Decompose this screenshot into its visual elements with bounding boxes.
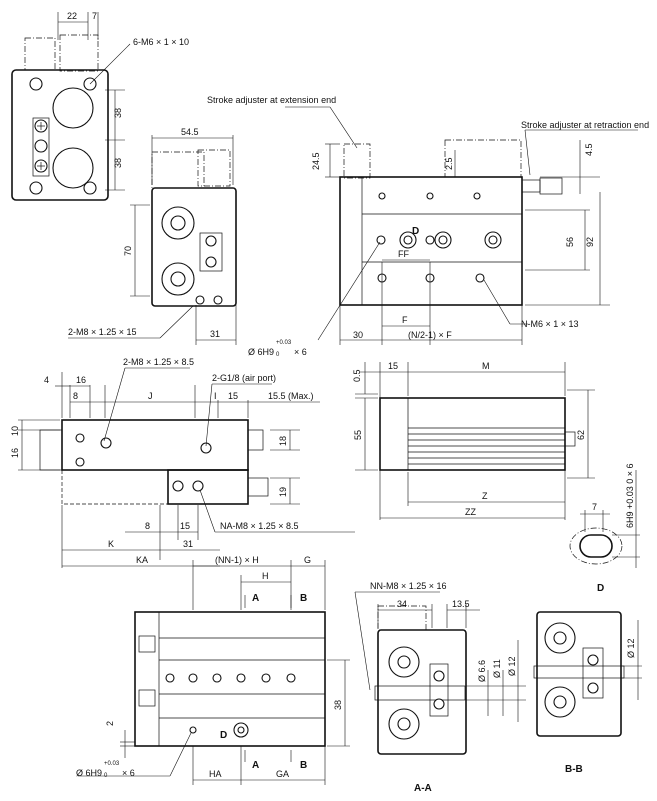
pin-qty-top: × 6 [294, 347, 307, 357]
dim-15-bottom: 15 [180, 521, 190, 531]
thread-callout-2m8-side: 2-M8 × 1.25 × 8.5 [123, 357, 194, 367]
dim-92: 92 [585, 237, 595, 247]
label-D-top: D [412, 226, 419, 237]
dim-0-5: 0.5 [352, 369, 362, 382]
detail-D-title: D [597, 583, 604, 594]
dim-55: 55 [353, 430, 363, 440]
dim-15-rs: 15 [388, 361, 398, 371]
pin-tol-lower-top: 0 [276, 352, 280, 358]
dim-15-top: 15 [228, 391, 238, 401]
dim-19: 19 [278, 487, 288, 497]
dia-12: Ø 12 [507, 656, 517, 676]
section-B-top: B [300, 593, 307, 604]
section-BB: Ø 12 B-B [533, 611, 642, 775]
nn-m8-callout: NN-M8 × 1.25 × 16 [370, 581, 447, 591]
label-KA: KA [136, 555, 148, 565]
pin-qty-bv: × 6 [122, 768, 135, 778]
dia-12-bb: Ø 12 [626, 638, 636, 658]
dim-31-bottom: 31 [183, 539, 193, 549]
top-view: Stroke adjuster at extension end Stroke … [207, 95, 649, 358]
pin-callout-top: Ø 6H9 [248, 347, 274, 357]
dim-18: 18 [278, 436, 288, 446]
dim-nn-h: (NN-1) × H [215, 555, 259, 565]
label-K: K [108, 539, 114, 549]
section-AA: NN-M8 × 1.25 × 16 34 13.5 Ø 6.6 Ø 11 Ø 1… [354, 581, 526, 794]
pin-callout-bv: Ø 6H9 [76, 768, 102, 778]
label-G: G [304, 555, 311, 565]
dim-4-5: 4.5 [584, 143, 594, 156]
dia-6-6: Ø 6.6 [477, 660, 487, 682]
dim-54-5: 54.5 [181, 127, 199, 137]
pin-tol-lower-bv: 0 [104, 773, 108, 779]
label-FF: FF [398, 249, 409, 259]
dim-15-5-max: 15.5 (Max.) [268, 391, 314, 401]
dim-2-5: 2.5 [444, 157, 454, 170]
section-A-bottom: A [252, 760, 259, 771]
section-A-top: A [252, 593, 259, 604]
detail-dim-7: 7 [592, 502, 597, 512]
dim-7: 7 [92, 11, 97, 21]
dim-30: 30 [353, 330, 363, 340]
detail-D: 7 6H9 +0.03 0 × 6 D [569, 463, 640, 594]
adjuster-extension-label: Stroke adjuster at extension end [207, 95, 336, 105]
dim-24-5: 24.5 [311, 152, 321, 170]
n-m6-callout: N-M6 × 1 × 13 [521, 319, 579, 329]
label-D-bv: D [220, 730, 227, 741]
pin-tol-upper-bv: +0.03 [104, 761, 120, 767]
thread-callout-2m8: 2-M8 × 1.25 × 15 [68, 327, 137, 337]
label-I: I [214, 391, 217, 401]
dim-16-top: 16 [76, 375, 86, 385]
dim-62: 62 [576, 430, 586, 440]
front-end-view: 54.5 70 31 2-M8 × 1.25 × 15 [68, 127, 237, 345]
adjuster-retraction-label: Stroke adjuster at retraction end [521, 120, 649, 130]
dia-11: Ø 11 [492, 659, 502, 678]
air-port-label: 2-G1/8 (air port) [212, 373, 276, 383]
dim-38-lower: 38 [113, 158, 123, 168]
dim-22: 22 [67, 11, 77, 21]
dim-4-side: 4 [44, 375, 49, 385]
right-side-view: 0.5 15 M 55 62 Z ZZ [352, 361, 595, 520]
label-F: F [402, 315, 408, 325]
section-AA-title: A-A [414, 783, 432, 794]
bottom-view: (NN-1) × H G H A B 2 38 D A B Ø 6H9 +0.0… [76, 555, 350, 785]
section-B-bottom: B [300, 760, 307, 771]
label-M: M [482, 361, 490, 371]
label-Z: Z [482, 491, 488, 501]
dim-2-bv: 2 [105, 721, 115, 726]
dim-16-left: 16 [10, 448, 20, 458]
dim-n2-f: (N/2-1) × F [408, 330, 452, 340]
label-HA: HA [209, 769, 222, 779]
dim-8-top: 8 [73, 391, 78, 401]
dim-31: 31 [210, 329, 220, 339]
na-m8-callout: NA-M8 × 1.25 × 8.5 [220, 521, 299, 531]
pin-tol-upper-top: +0.03 [276, 340, 292, 346]
section-BB-title: B-B [565, 764, 583, 775]
dim-38-upper: 38 [113, 108, 123, 118]
label-J: J [148, 391, 153, 401]
label-GA: GA [276, 769, 289, 779]
dim-38-bv: 38 [333, 700, 343, 710]
top-left-end-view: 22 7 6-M6 × 1 × 10 38 38 [11, 11, 189, 201]
dim-56: 56 [565, 237, 575, 247]
dim-10: 10 [10, 426, 20, 436]
dim-34: 34 [397, 599, 407, 609]
fin-lines [408, 427, 565, 465]
side-view: 2-M8 × 1.25 × 8.5 2-G1/8 (air port) 4 16… [10, 357, 355, 568]
hole-callout-6m6: 6-M6 × 1 × 10 [133, 37, 189, 47]
dim-8-bottom: 8 [145, 521, 150, 531]
dim-70: 70 [123, 246, 133, 256]
detail-pin-dim: 6H9 +0.03 0 × 6 [625, 463, 635, 528]
label-ZZ: ZZ [465, 507, 476, 517]
dim-13-5: 13.5 [452, 599, 470, 609]
label-H: H [262, 571, 269, 581]
